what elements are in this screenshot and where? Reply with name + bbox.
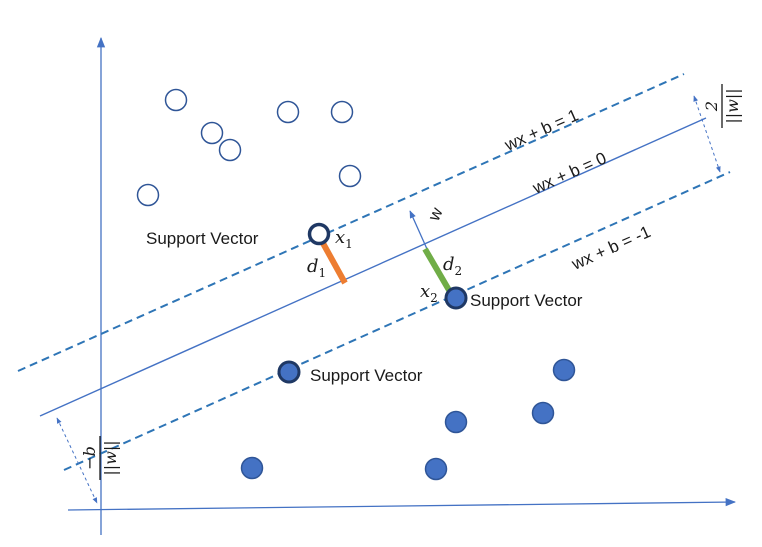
margin-fraction: 2 ||w|| xyxy=(702,84,742,128)
support-vector-filled-lower xyxy=(277,360,301,384)
hollow-point xyxy=(136,183,160,207)
x-axis xyxy=(67,497,737,511)
hyperplane-line xyxy=(39,117,707,417)
x1-label: x1 xyxy=(335,227,353,251)
margin-line-upper xyxy=(17,73,685,372)
d1-sub: 1 xyxy=(319,266,327,280)
x1-sub: 1 xyxy=(345,237,353,251)
bias-fraction: −b ||w|| xyxy=(80,436,120,480)
hollow-point xyxy=(218,138,242,162)
margin-numerator: 2 xyxy=(702,101,721,112)
hollow-point xyxy=(338,164,362,188)
margin-denominator: ||w|| xyxy=(723,88,742,123)
hollow-point xyxy=(330,100,354,124)
x2-base: x xyxy=(420,281,430,302)
margin-width-arrow xyxy=(693,95,721,173)
x2-label: x2 xyxy=(420,281,438,305)
d2-label: d2 xyxy=(443,254,462,278)
label-middle-line: wx + b = 0 xyxy=(529,148,609,198)
label-lower-line: wx + b = -1 xyxy=(568,222,653,274)
label-upper-line: wx + b = 1 xyxy=(501,105,581,155)
bias-denominator: ||w|| xyxy=(101,440,120,475)
support-vector-label-1: Support Vector xyxy=(146,229,259,248)
support-vector-label-2: Support Vector xyxy=(470,291,583,310)
d2-segment xyxy=(422,247,456,299)
hollow-point xyxy=(276,100,300,124)
filled-point xyxy=(424,457,448,481)
filled-points xyxy=(240,358,576,481)
filled-point xyxy=(552,358,576,382)
support-vector-hollow xyxy=(307,222,331,246)
margin-line-lower xyxy=(63,171,731,471)
x2-sub: 2 xyxy=(430,291,438,305)
filled-point xyxy=(444,410,468,434)
hollow-points xyxy=(136,88,362,207)
filled-point xyxy=(531,401,555,425)
d2-base: d xyxy=(443,254,455,275)
x1-base: x xyxy=(335,227,345,248)
normal-vector-arrow xyxy=(409,210,428,250)
normal-vector-label: w xyxy=(424,204,447,225)
hollow-point xyxy=(200,121,224,145)
support-vector-label-3: Support Vector xyxy=(310,366,423,385)
bias-numerator: −b xyxy=(80,446,99,470)
d1-label: d1 xyxy=(307,256,326,280)
d1-base: d xyxy=(307,256,319,277)
filled-point xyxy=(240,456,264,480)
hollow-point xyxy=(164,88,188,112)
bias-distance-arrow xyxy=(56,417,98,504)
support-vector-filled-upper xyxy=(444,286,468,310)
d2-sub: 2 xyxy=(455,264,463,278)
